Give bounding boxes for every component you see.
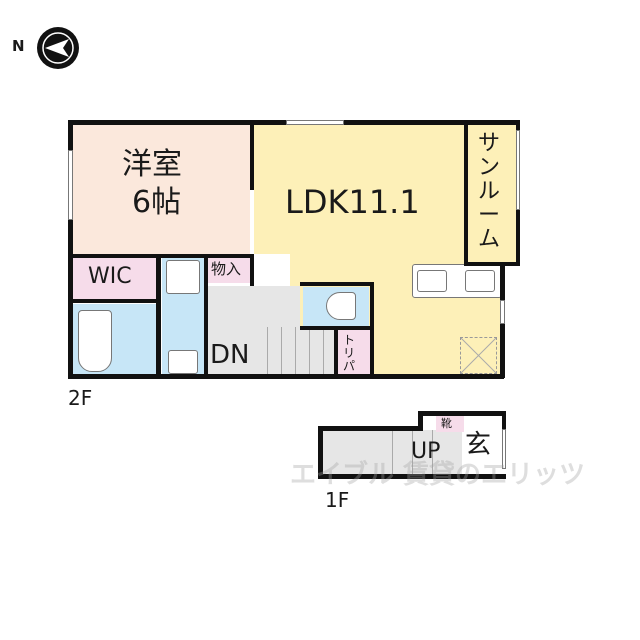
kitchen-counter: [412, 264, 502, 298]
toilet-icon: [326, 292, 356, 320]
sunroom: [468, 124, 516, 262]
wash-basin-icon: [168, 350, 198, 374]
stairs-down-label: DN: [210, 340, 250, 370]
ldk-room: [254, 124, 466, 254]
north-arrow-icon: [36, 26, 80, 70]
wall: [464, 120, 468, 264]
wall: [318, 426, 323, 479]
floor-1f-label: 1F: [325, 488, 350, 512]
entrance-label: 玄: [465, 430, 492, 460]
wall: [68, 299, 160, 303]
window: [516, 130, 520, 210]
fridge-space: [460, 337, 497, 374]
watermark: エイブル 賃貸のエリッツ: [290, 460, 586, 490]
stairs-up-label: UP: [411, 439, 441, 464]
western-room-name: 洋室: [122, 147, 182, 182]
western-room: [72, 124, 250, 258]
entrance: [462, 416, 502, 475]
small-closet-label: トリパ: [343, 333, 356, 373]
staircase-down: [253, 327, 335, 376]
shoe-box-label: 靴: [441, 417, 452, 430]
sunroom-label: サンルーム: [478, 131, 501, 252]
storage-closet: [208, 257, 250, 283]
wic-room: [72, 257, 158, 299]
staircase-up: [322, 430, 462, 475]
wall: [370, 282, 374, 378]
wall: [68, 374, 504, 379]
wall: [204, 254, 208, 378]
wall: [250, 254, 254, 286]
storage-label: 物入: [211, 260, 242, 278]
sink-icon: [417, 270, 447, 292]
window: [286, 120, 344, 125]
western-room-size: 6帖: [132, 185, 182, 220]
wall: [464, 262, 520, 266]
wall: [68, 120, 73, 378]
stove-icon: [465, 270, 495, 292]
wall: [418, 411, 506, 416]
wall: [318, 426, 422, 431]
wall: [300, 282, 374, 286]
wall: [156, 254, 161, 378]
wall: [250, 120, 254, 190]
washing-machine-icon: [166, 260, 200, 294]
bathtub-icon: [78, 310, 112, 372]
wall: [502, 411, 506, 429]
wic-label: WIC: [88, 264, 132, 289]
shoe-box: [436, 416, 464, 432]
front-door: [502, 429, 506, 469]
compass-north-label: N: [12, 37, 25, 55]
small-closet: [338, 330, 370, 376]
ldk-label: LDK11.1: [285, 183, 420, 221]
wall: [418, 411, 423, 431]
door: [500, 300, 505, 324]
wall: [318, 474, 506, 479]
wall: [334, 326, 338, 378]
floor-2f-label: 2F: [68, 386, 93, 410]
window: [68, 150, 73, 220]
